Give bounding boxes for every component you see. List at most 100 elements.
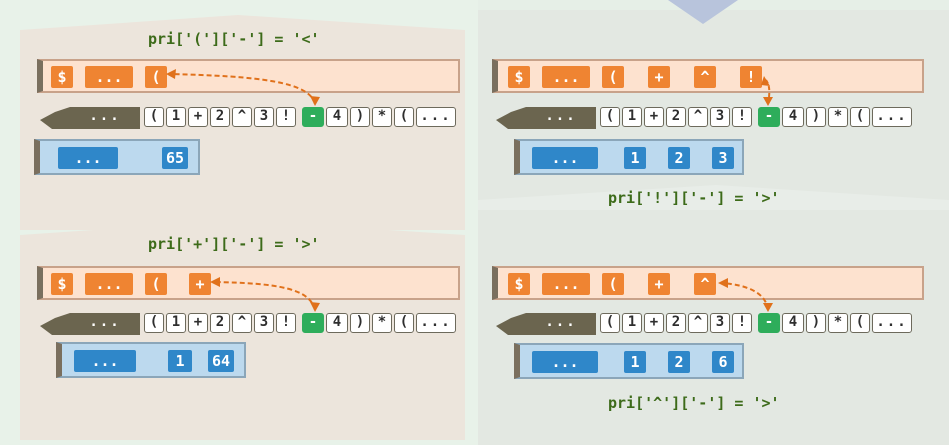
- tape-token: 4: [326, 313, 348, 333]
- priority-label: pri['+']['-'] = '>': [148, 235, 320, 253]
- tape-token: 2: [210, 107, 230, 127]
- tape-token: 3: [254, 313, 274, 333]
- operator-item: (: [145, 66, 167, 88]
- tape-token: (: [850, 107, 870, 127]
- tape-token: 4: [782, 313, 804, 333]
- tape-token: 2: [210, 313, 230, 333]
- operator-item: +: [189, 273, 211, 295]
- tape-token: 1: [622, 107, 642, 127]
- tape-token: 3: [710, 313, 730, 333]
- operator-item: ...: [542, 66, 590, 88]
- operator-item: ...: [85, 273, 133, 295]
- tape-token: !: [732, 107, 752, 127]
- operator-item: ...: [85, 66, 133, 88]
- operand-stack: ... 1 64: [56, 342, 246, 378]
- operand-item: 3: [712, 147, 734, 169]
- tape-token: ...: [526, 107, 596, 127]
- current-token: -: [758, 107, 780, 127]
- operand-item: 2: [668, 147, 690, 169]
- tape-token: *: [372, 313, 392, 333]
- tape-token: (: [850, 313, 870, 333]
- operator-item: $: [508, 66, 530, 88]
- operator-item: (: [602, 273, 624, 295]
- current-token: -: [302, 313, 324, 333]
- expression-tape: ... ( 1 + 2 ^ 3 ! - 4 ) * ( ...: [40, 312, 460, 336]
- operator-item: +: [648, 66, 670, 88]
- panel-step-1: pri['(']['-'] = '<' $ ... ( ... ( 1 + 2 …: [0, 0, 470, 230]
- operator-item: ^: [694, 66, 716, 88]
- tape-token: 1: [622, 313, 642, 333]
- tape-token: *: [828, 107, 848, 127]
- tape-token: 4: [326, 107, 348, 127]
- operand-item: ...: [532, 351, 598, 373]
- tape-token: 1: [166, 107, 186, 127]
- operator-item: (: [602, 66, 624, 88]
- operator-stack: $ ... ( +: [37, 266, 460, 300]
- operand-item: 6: [712, 351, 734, 373]
- operand-stack: ... 1 2 6: [514, 343, 744, 379]
- operator-item: $: [51, 66, 73, 88]
- tape-token: ^: [232, 107, 252, 127]
- operator-item: +: [648, 273, 670, 295]
- tape-token: ): [350, 107, 370, 127]
- panel-step-4: $ ... ( + ^ ... ( 1 + 2 ^ 3 ! - 4 ) * ( …: [478, 215, 949, 445]
- expression-tape: ... ( 1 + 2 ^ 3 ! - 4 ) * ( ...: [40, 106, 460, 130]
- operand-item: 1: [624, 351, 646, 373]
- tape-token: 2: [666, 107, 686, 127]
- tape-token: 4: [782, 107, 804, 127]
- tape-token: ...: [416, 313, 456, 333]
- down-arrow-icon: [668, 0, 738, 24]
- operator-item: $: [508, 273, 530, 295]
- tape-token: 3: [254, 107, 274, 127]
- operand-item: ...: [532, 147, 598, 169]
- tape-token: +: [644, 107, 664, 127]
- operator-item: $: [51, 273, 73, 295]
- operator-item: (: [145, 273, 167, 295]
- tape-token: +: [188, 107, 208, 127]
- operator-item: !: [740, 66, 762, 88]
- tape-token: (: [600, 107, 620, 127]
- panel-step-3: $ ... ( + ^ ! ... ( 1 + 2 ^ 3 ! - 4 ) * …: [478, 0, 949, 220]
- operand-item: 1: [168, 350, 192, 372]
- current-token: -: [302, 107, 324, 127]
- tape-token: (: [144, 313, 164, 333]
- tape-token: ...: [70, 107, 140, 127]
- panel-step-2: pri['+']['-'] = '>' $ ... ( + ... ( 1 + …: [0, 215, 470, 445]
- tape-token: ^: [688, 107, 708, 127]
- tape-token: ...: [416, 107, 456, 127]
- operator-item: ^: [694, 273, 716, 295]
- priority-label: pri['(']['-'] = '<': [148, 30, 320, 48]
- operand-item: 1: [624, 147, 646, 169]
- expression-tape: ... ( 1 + 2 ^ 3 ! - 4 ) * ( ...: [496, 312, 926, 336]
- operand-stack: ... 65: [34, 139, 200, 175]
- tape-token: 1: [166, 313, 186, 333]
- tape-token: +: [644, 313, 664, 333]
- tape-token: ^: [688, 313, 708, 333]
- operand-item: 64: [208, 350, 234, 372]
- tape-token: ...: [70, 313, 140, 333]
- tape-token: 2: [666, 313, 686, 333]
- tape-token: ...: [872, 313, 912, 333]
- tape-token: ): [806, 107, 826, 127]
- operand-item: ...: [58, 147, 118, 169]
- operand-item: 65: [162, 147, 188, 169]
- priority-label: pri['^']['-'] = '>': [608, 394, 780, 412]
- tape-token: !: [732, 313, 752, 333]
- tape-token: !: [276, 313, 296, 333]
- operand-item: ...: [74, 350, 136, 372]
- tape-token: ): [806, 313, 826, 333]
- tape-token: ): [350, 313, 370, 333]
- tape-token: ^: [232, 313, 252, 333]
- tape-token: (: [394, 313, 414, 333]
- operand-stack: ... 1 2 3: [514, 139, 744, 175]
- tape-token: *: [828, 313, 848, 333]
- operator-stack: $ ... ( + ^: [492, 266, 924, 300]
- tape-token: !: [276, 107, 296, 127]
- operator-stack: $ ... (: [37, 59, 460, 93]
- tape-token: +: [188, 313, 208, 333]
- tape-token: 3: [710, 107, 730, 127]
- operand-item: 2: [668, 351, 690, 373]
- tape-token: *: [372, 107, 392, 127]
- tape-token: ...: [526, 313, 596, 333]
- tape-token: (: [600, 313, 620, 333]
